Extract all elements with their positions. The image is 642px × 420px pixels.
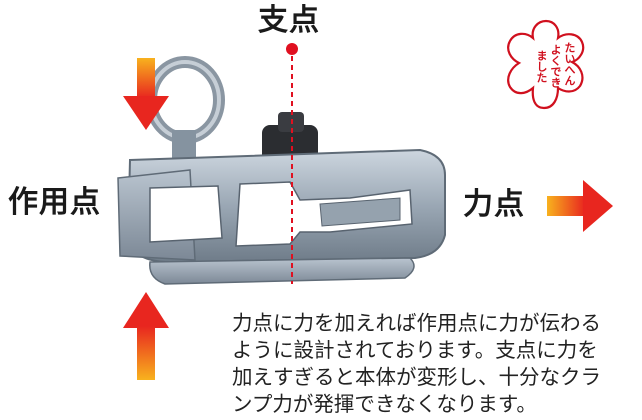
arrow-down — [123, 58, 169, 130]
caption: 力点に力を加えれば作用点に力が伝わる ように設計されております。支点に力を 加え… — [232, 310, 638, 418]
fulcrum-label: 支点 — [258, 3, 320, 38]
clamp-body — [117, 148, 446, 285]
caption-line: 力点に力を加えれば作用点に力が伝わる — [232, 311, 601, 335]
caption-line: ンプ力が発揮できなくなります。 — [232, 392, 537, 416]
load-label: 力点 — [463, 187, 525, 222]
effort-label: 作用点 — [8, 185, 101, 220]
arrow-up — [123, 292, 169, 380]
stamp-line-3: ました — [535, 50, 548, 83]
stamp-line-1: たいへん — [563, 42, 576, 86]
arrow-right — [547, 180, 613, 232]
fulcrum-marker — [286, 43, 298, 284]
caption-line: ように設計されております。支点に力を — [232, 338, 598, 362]
sakura-stamp — [507, 19, 585, 110]
stamp-line-2: よくでき — [549, 44, 562, 88]
eye-ring — [145, 56, 225, 158]
caption-line: 加えすぎると本体が変形し、十分なクラ — [232, 365, 601, 389]
